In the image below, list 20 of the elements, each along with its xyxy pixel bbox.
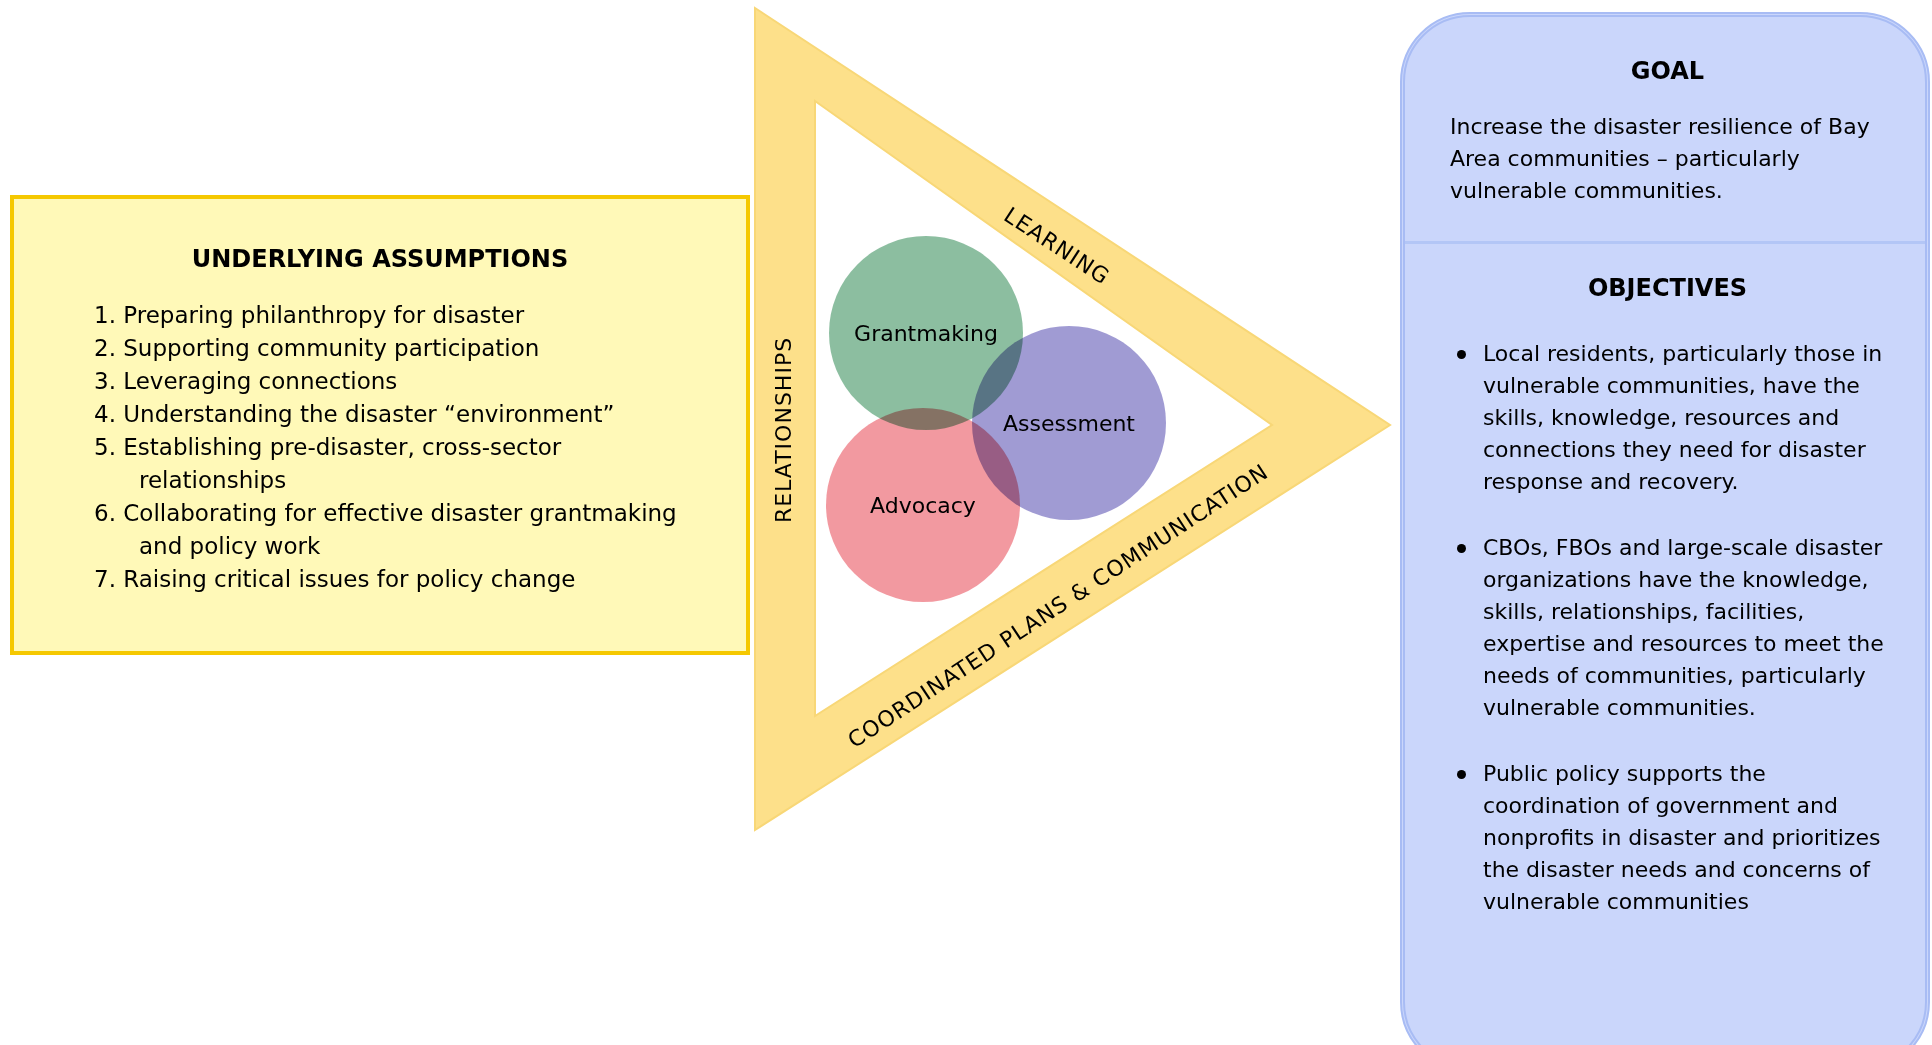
list-item: 3. Leveraging connections	[94, 367, 399, 396]
circle-label: Advocacy	[870, 492, 976, 518]
bullet-item: Local residents, particularly those in vulnerable communities, have the skills, knowledge, resources and connections they need for disaster response and recovery.	[1455, 338, 1885, 498]
bullet-item: Public policy supports the coordination of government and nonprofits in disaster and prioritizes the disaster needs and concerns of vulnerable communities	[1455, 758, 1885, 918]
list-item: 6. Collaborating for effective disaster grantmaking and policy work	[94, 499, 678, 561]
goal-panel	[1400, 12, 1930, 1045]
list-item: 7. Raising critical issues for policy change	[94, 565, 577, 594]
band-label: RELATIONSHIPS	[770, 336, 796, 524]
panel-heading: UNDERLYING ASSUMPTIONS	[190, 245, 570, 273]
list-item: 4. Understanding the disaster “environment”	[94, 400, 616, 429]
list-item: 5. Establishing pre-disaster, cross-sector relationships	[94, 433, 563, 495]
list-item: 1. Preparing philanthropy for disaster	[94, 301, 526, 330]
circle-label: Assessment	[1003, 410, 1135, 436]
assumptions-panel	[10, 195, 750, 655]
section-heading: OBJECTIVES	[1586, 274, 1749, 302]
section-heading: GOAL	[1629, 57, 1706, 85]
list-item: 2. Supporting community participation	[94, 334, 541, 363]
circle-label: Grantmaking	[854, 320, 998, 346]
goal-text: Increase the disaster resilience of Bay Area communities – particularly vulnerable communities.	[1450, 113, 1871, 205]
bullet-item: CBOs, FBOs and large-scale disaster organizations have the knowledge, skills, relationships, facilities, expertise and resources to meet the needs of communities, particularly vulnerable communities.	[1455, 532, 1885, 724]
